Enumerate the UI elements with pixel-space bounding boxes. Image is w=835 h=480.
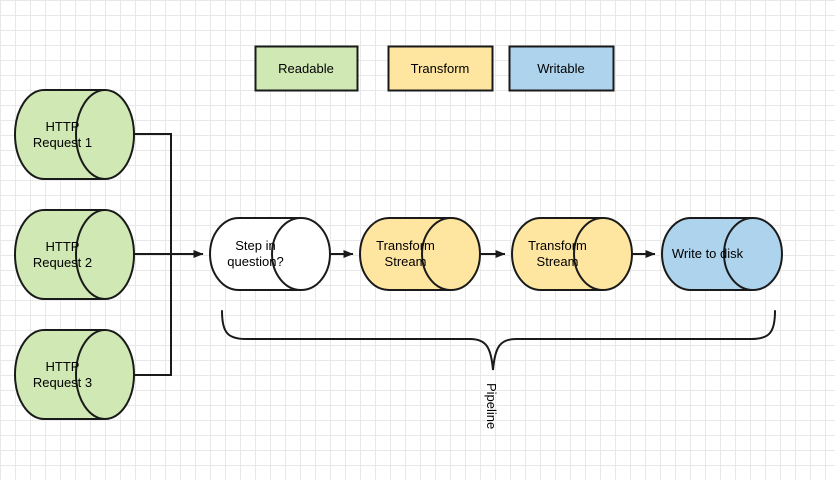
pipeline-brace-label: Pipeline — [484, 383, 499, 430]
legend-label-readable: Readable — [278, 60, 334, 76]
http-request-1-shape[interactable] — [14, 89, 135, 180]
http-request-2-shape[interactable] — [14, 209, 135, 300]
write-to-disk-shape[interactable] — [661, 217, 783, 291]
merge-connectors — [134, 133, 204, 376]
source-cylinders — [14, 89, 135, 420]
transform-stream-2-shape[interactable] — [511, 217, 633, 291]
http-request-3-cap — [75, 329, 106, 420]
http-request-1-cap — [75, 89, 106, 180]
legend-swatch-readable[interactable] — [254, 45, 359, 92]
transform-stream-2-cap — [573, 217, 604, 291]
legend-label-transform: Transform — [410, 60, 470, 76]
legend-swatch-transform[interactable] — [387, 45, 494, 92]
write-to-disk-cap — [723, 217, 754, 291]
connector-request3-to-bus[interactable] — [134, 254, 172, 376]
connector-request1-to-bus[interactable] — [134, 133, 172, 254]
transform-stream-1-cap — [421, 217, 452, 291]
step-in-question-cap — [271, 217, 302, 291]
legend-label-writable: Writable — [537, 60, 585, 76]
pipeline-brace[interactable] — [221, 310, 776, 371]
legend-swatch-writable[interactable] — [508, 45, 615, 92]
pipeline-brace-path — [221, 310, 776, 371]
legend-group — [254, 45, 615, 92]
http-request-2-cap — [75, 209, 106, 300]
step-in-question-shape[interactable] — [209, 217, 331, 291]
pipeline-cylinders — [209, 217, 783, 291]
transform-stream-1-shape[interactable] — [359, 217, 481, 291]
http-request-3-shape[interactable] — [14, 329, 135, 420]
